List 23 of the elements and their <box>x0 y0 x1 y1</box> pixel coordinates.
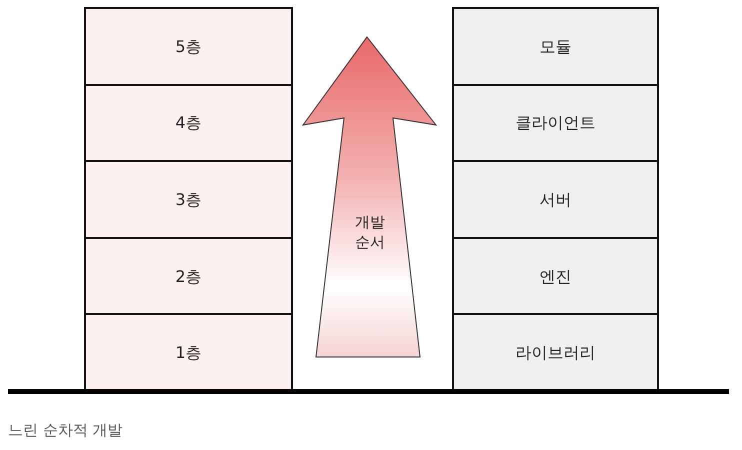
component-label: 라이브러리 <box>516 343 596 362</box>
component-label: 엔진 <box>540 266 572 286</box>
layer-box <box>84 236 293 316</box>
layer-box <box>84 84 293 162</box>
layer-box <box>84 7 293 86</box>
arrow-label: 개발 순서 <box>354 213 386 252</box>
up-arrow <box>303 37 437 358</box>
caption: 느린 순차적 개발 <box>8 421 123 440</box>
component-box <box>452 160 659 239</box>
layer-label: 4층 <box>175 113 202 132</box>
component-label: 클라이언트 <box>516 113 596 132</box>
component-label: 모듈 <box>540 36 572 56</box>
layer-box <box>84 160 293 239</box>
layer-label: 1층 <box>175 343 202 362</box>
layer-label: 2층 <box>175 266 202 286</box>
component-box <box>452 84 659 162</box>
component-label: 서버 <box>540 190 572 210</box>
layer-box <box>84 313 293 392</box>
component-box <box>452 313 659 392</box>
layer-label: 3층 <box>175 190 202 210</box>
component-box <box>452 236 659 316</box>
component-box <box>452 7 659 86</box>
layer-label: 5층 <box>175 36 202 56</box>
